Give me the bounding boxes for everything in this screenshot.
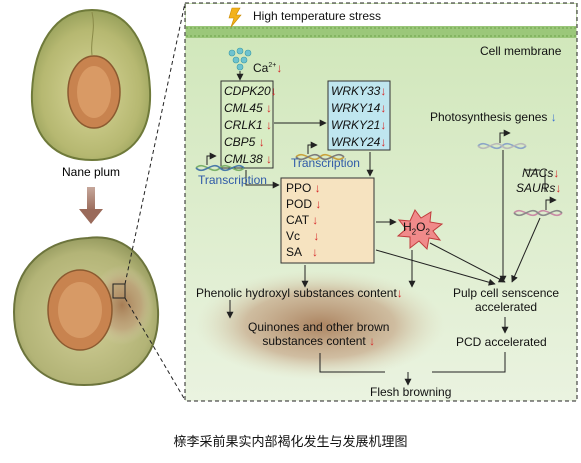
phenolic-label: Phenolic hydroxyl substances content↓: [196, 286, 403, 300]
gene-cml38: CML38 ↓: [224, 152, 273, 166]
browning-region: [195, 270, 445, 380]
calcium-gene-box: [220, 80, 274, 169]
dna-right-icon: [295, 141, 345, 161]
calcium-label: Ca2+↓: [253, 61, 283, 75]
nacs-label: NACs↓: [522, 166, 560, 180]
cell-membrane: [186, 26, 576, 38]
gene-wrky21: WRKY21↓: [331, 118, 387, 132]
fruit-label: Nane plum: [62, 165, 120, 179]
dna-left-icon: [195, 152, 245, 172]
enzyme-list: PPO ↓ POD ↓ CAT ↓ Vc ↓ SA ↓: [286, 182, 366, 258]
pulp-senescence-label: Pulp cell senscence accelerated: [453, 286, 560, 314]
gene-cdpk20: CDPK20↓: [224, 84, 277, 98]
gene-wrky14: WRKY14↓: [331, 101, 387, 115]
calcium-gene-list: CDPK20↓ CML45 ↓ CRLK1 ↓ CBP5 ↓ CML38 ↓: [224, 84, 277, 166]
enzyme-box: [280, 177, 375, 264]
dna-nacs-icon: [513, 196, 563, 217]
h2o2-label: H2O2: [403, 220, 430, 237]
wrky-gene-list: WRKY33↓ WRKY14↓ WRKY21↓ WRKY24↓: [331, 85, 389, 148]
figure-caption: 榇李采前果实内部褐化发生与发展机理图: [173, 435, 408, 450]
membrane-label: Cell membrane: [480, 44, 562, 58]
saurs-label: SAURs↓: [516, 181, 562, 195]
enzyme-pod: POD ↓: [286, 197, 322, 211]
enzyme-sa: SA ↓: [286, 245, 319, 259]
stress-title: High temperature stress: [253, 9, 382, 23]
gene-wrky24: WRKY24↓: [331, 135, 387, 149]
plum-healthy-photo: [30, 8, 152, 162]
gene-cml45: CML45 ↓: [224, 101, 273, 115]
zoom-line-top: [124, 2, 186, 285]
enzyme-vc: Vc ↓: [286, 229, 320, 243]
enzyme-ppo: PPO ↓: [286, 181, 321, 195]
flesh-browning-label: Flesh browning: [370, 385, 452, 399]
h2o2-burst-icon: [396, 209, 444, 251]
wrky-gene-box: [327, 80, 391, 151]
pcd-label: PCD accelerated: [456, 335, 547, 349]
photosynthesis-label: Photosynthesis genes ↓: [430, 110, 557, 124]
zoom-region-box: [112, 283, 126, 299]
zoom-line-bottom: [124, 297, 186, 401]
gene-cbp5: CBP5 ↓: [224, 135, 265, 149]
gene-crlk1: CRLK1 ↓: [224, 118, 273, 132]
gene-wrky33: WRKY33↓: [331, 84, 387, 98]
enzyme-cat: CAT ↓: [286, 213, 319, 227]
lightning-icon: [228, 7, 242, 28]
transcription-right-label: Transcription: [291, 156, 360, 170]
dna-photosynthesis-icon: [477, 129, 527, 150]
transcription-left-label: Transcription: [198, 173, 267, 187]
calcium-ions-icon: [228, 47, 252, 71]
quinones-label: Quinones and other brown substances cont…: [248, 320, 390, 348]
plum-browning-photo: [12, 236, 160, 387]
browning-progress-arrow: [79, 187, 103, 224]
